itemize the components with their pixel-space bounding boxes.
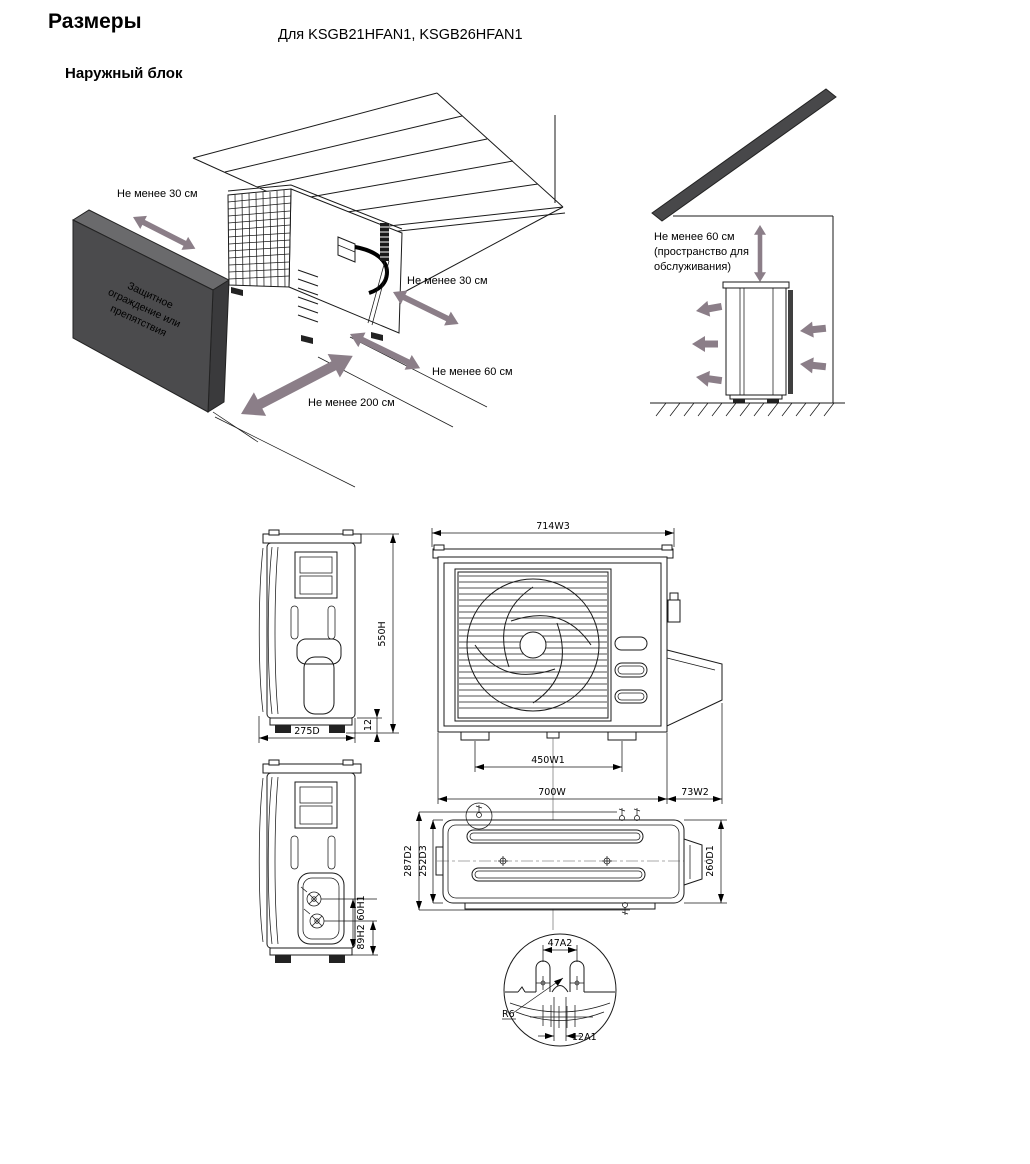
clearance-diagram: Защитное ограждение или препятствия [71,92,566,488]
side-view-dim-lines [258,533,399,743]
label-60: Не менее 60 см [432,366,513,378]
front-view-dim-lines [431,528,723,804]
airflow-arrow [694,298,723,319]
service-unit [722,281,793,403]
dim-450w1: 450W1 [531,755,565,766]
front-view-drawing: 714W3 450W1 700W 73W2 [431,521,723,930]
service-label: Не менее 60 см (пространство для обслужи… [654,231,749,273]
dim-714w3: 714W3 [536,521,570,532]
dim-89h2: 89H2 [356,924,367,949]
arrow-60-vertical [754,225,766,282]
label-30-right: Не менее 30 см [407,275,488,287]
roof-bar [651,88,837,222]
dimension-drawings: 550H 275D 12 [258,521,727,1047]
svg-text:(пространство для: (пространство для [654,246,749,258]
page-title: Размеры [48,10,142,33]
airflow-arrow [694,369,723,389]
side-view-drawing: 550H 275D 12 [258,529,399,743]
foot-detail-dim-lines [502,945,581,1041]
dim-275d: 275D [294,726,319,737]
label-30-left: Не менее 30 см [117,188,198,200]
dim-12: 12 [363,719,374,731]
airflow-arrow [799,320,827,339]
dim-r6: R6 [502,1009,515,1020]
dim-252d3: 252D3 [418,845,429,877]
side-view-2-drawing: 60H1 89H2 [258,759,378,963]
ground-hatch [650,402,845,417]
label-200: Не менее 200 см [308,397,395,409]
arrow-30-right [389,285,462,331]
airflow-arrow [692,336,718,352]
unit-feet [231,287,383,344]
models-subtitle: Для KSGB21HFAN1, KSGB26HFAN1 [278,27,523,43]
barrier-front-face [72,219,214,413]
svg-text:обслуживания): обслуживания) [654,261,731,273]
dim-550h: 550H [377,621,388,646]
foot-crosshairs [536,976,584,990]
fan-blades [474,586,592,704]
dim-260d1: 260D1 [705,845,716,877]
grille-hatch [227,189,292,288]
section-heading: Наружный блок [65,65,183,82]
dim-700w: 700W [538,787,566,798]
service-space-diagram: Не менее 60 см (пространство для обслужи… [650,88,845,417]
arrow-60 [346,326,424,376]
dim-287d2: 287D2 [403,845,414,877]
airflow-arrow [799,356,827,375]
arrow-200 [234,344,359,426]
dim-47a2: 47A2 [548,938,573,949]
top-view-dim-lines [418,811,727,911]
foot-detail-drawing: 47A2 R6 12A1 [502,933,617,1047]
dim-73w2: 73W2 [681,787,709,798]
side-vents [297,269,319,323]
dim-12a1: 12A1 [572,1032,597,1043]
detail-marker-circle [465,802,493,830]
wall-lines [673,215,834,403]
pipes [354,223,390,326]
outdoor-unit-isometric [227,184,403,344]
service-valves [300,886,325,929]
dim-60h1: 60H1 [356,895,367,920]
top-view-drawing: 287D2 252D3 260D1 [403,802,727,916]
foot-plate-section [509,1002,611,1028]
svg-text:Не менее 60 см: Не менее 60 см [654,231,735,243]
barrier-box: Защитное ограждение или препятствия [71,209,231,413]
